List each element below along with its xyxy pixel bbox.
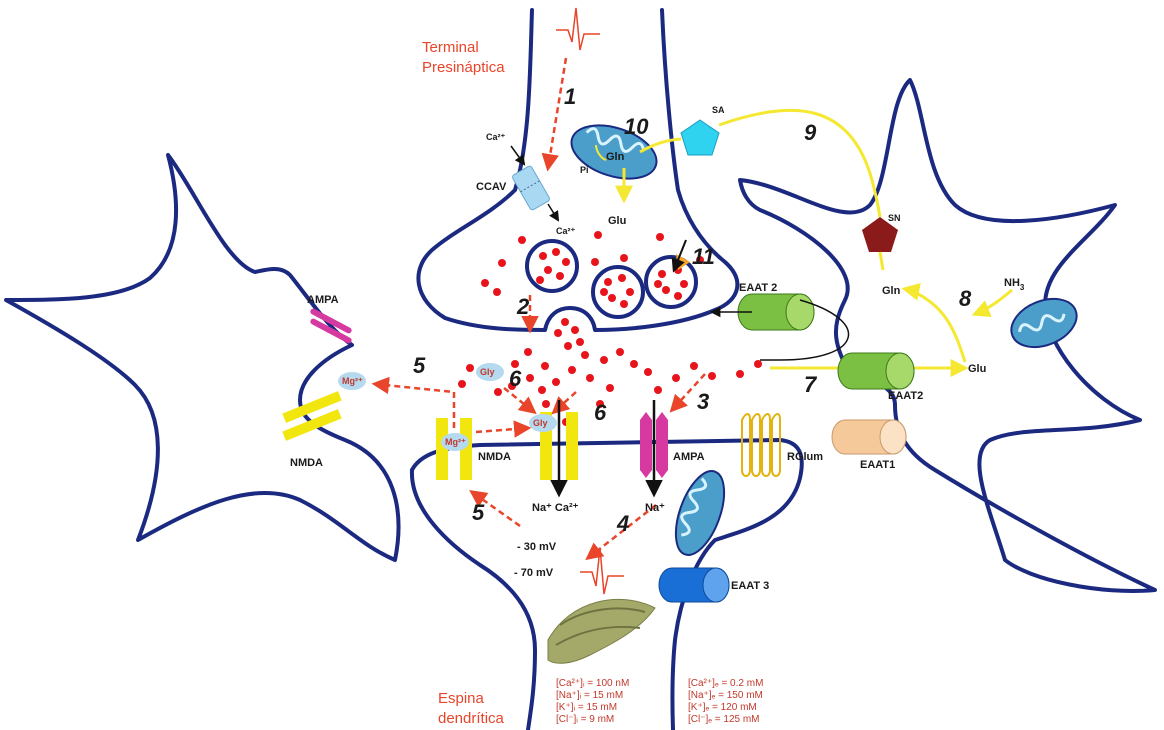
label-pi: Pi (580, 165, 589, 175)
conc-extra-1: [Na⁺]ₑ = 150 mM (688, 690, 763, 701)
conc-intra-2: [K⁺]ᵢ = 15 mM (556, 702, 617, 713)
label-sa: SA (712, 105, 725, 115)
label-eaat1: EAAT1 (860, 459, 895, 471)
label-ampa-post: AMPA (673, 451, 705, 463)
spine-title-2: dendrítica (438, 710, 505, 727)
extracellular-concentrations: [Ca²⁺]ₑ = 0.2 mM [Na⁺]ₑ = 150 mM [K⁺]ₑ =… (688, 678, 763, 725)
label-ca-top: Ca²⁺ (486, 132, 506, 142)
label-ampa-astro: AMPA (307, 294, 339, 306)
red-dashed-arrows (375, 58, 705, 558)
label-mg-free: Mg²⁺ (342, 376, 363, 386)
label-mv30: - 30 mV (517, 541, 557, 553)
conc-intra-3: [Cl⁻]ᵢ = 9 mM (556, 714, 614, 725)
label-ca-bottom: Ca²⁺ (556, 226, 576, 236)
presynaptic-title-1: Terminal (422, 39, 479, 56)
yellow-nh3 (975, 290, 1012, 314)
conc-extra-2: [K⁺]ₑ = 120 mM (688, 702, 757, 713)
post-mitochondrion (666, 465, 734, 561)
right-astrocyte-membrane (740, 80, 1155, 591)
label-sn: SN (888, 213, 901, 223)
eaat2-transporter-right (838, 353, 914, 389)
step-5-top: 5 (413, 353, 426, 378)
step-5-bottom: 5 (472, 500, 485, 525)
conc-intra-0: [Ca²⁺]ᵢ = 100 nM (556, 678, 629, 689)
label-gly-2: Gly (533, 418, 548, 428)
ca-out-arrow (548, 204, 558, 220)
conc-extra-3: [Cl⁻]ₑ = 125 mM (688, 714, 760, 725)
label-eaat2-right: EAAT2 (888, 390, 923, 402)
step-6-top: 6 (509, 366, 522, 391)
spine-title-1: Espina (438, 690, 485, 707)
step-1: 1 (564, 84, 576, 109)
yellow-sn-gln (880, 252, 883, 270)
yellow-glu-gln (905, 289, 965, 362)
left-astrocyte-membrane (6, 155, 398, 560)
step-3: 3 (697, 389, 709, 414)
label-glu-astro: Glu (968, 363, 986, 375)
label-eaat2-top: EAAT 2 (739, 282, 777, 294)
conc-intra-1: [Na⁺]ᵢ = 15 mM (556, 690, 623, 701)
step-8: 8 (959, 286, 972, 311)
eaat1-transporter (832, 420, 906, 454)
label-gln-mito: Gln (606, 151, 625, 163)
label-na: Na⁺ (645, 502, 665, 514)
yellow-path-9 (719, 110, 880, 217)
conc-extra-0: [Ca²⁺]ₑ = 0.2 mM (688, 678, 763, 689)
eaat3-transporter (659, 568, 729, 602)
step-7: 7 (804, 372, 818, 397)
label-eaat3: EAAT 3 (731, 580, 769, 592)
presynaptic-title-2: Presináptica (422, 59, 505, 76)
spine-apparatus (548, 599, 655, 663)
presyn-spike-waveform (556, 8, 600, 50)
label-ccav: CCAV (476, 181, 507, 193)
label-gly-1: Gly (480, 367, 495, 377)
post-spike-waveform (580, 548, 624, 594)
step-6-bottom: 6 (594, 400, 607, 425)
label-gln-astro: Gln (882, 285, 901, 297)
step-10: 10 (624, 114, 649, 139)
label-nmda-post: NMDA (478, 451, 511, 463)
label-nh3: NH3 (1004, 277, 1025, 292)
sa-pentagon (681, 120, 719, 155)
label-rglum: RGlum (787, 451, 823, 463)
label-mg-block: Mg²⁺ (445, 437, 466, 447)
label-nmda-astro: NMDA (290, 457, 323, 469)
astro-mitochondrion (1004, 290, 1084, 356)
label-glu-pre: Glu (608, 215, 626, 227)
step-2: 2 (516, 294, 530, 319)
step-11: 11 (692, 244, 715, 269)
step-4: 4 (616, 511, 629, 536)
rglum-receptor (742, 414, 780, 476)
intracellular-concentrations: [Ca²⁺]ᵢ = 100 nM [Na⁺]ᵢ = 15 mM [K⁺]ᵢ = … (556, 678, 629, 725)
label-na-ca: Na⁺ Ca²⁺ (532, 502, 579, 514)
label-mv70: - 70 mV (514, 567, 554, 579)
step-9: 9 (804, 120, 817, 145)
